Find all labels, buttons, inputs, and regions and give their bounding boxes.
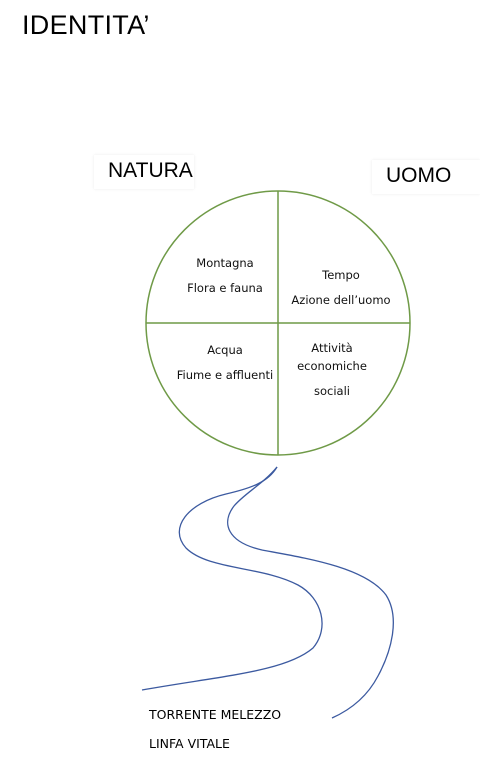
natura-label: NATURA — [94, 155, 194, 189]
quadrant-text: Azione dell’uomo — [291, 293, 391, 307]
quadrant-text: Montagna — [196, 256, 254, 270]
river-right-bank — [227, 466, 394, 719]
quadrant-uomo-attivita: Attività economiche sociali — [284, 341, 380, 409]
quadrant-text: Flora e fauna — [187, 281, 263, 295]
quadrant-text: sociali — [314, 384, 350, 398]
torrente-subtitle: LINFA VITALE — [149, 736, 230, 751]
quadrant-uomo-tempo: Tempo Azione dell’uomo — [282, 268, 400, 318]
torrente-box: TORRENTE MELEZZO LINFA VITALE — [140, 698, 314, 768]
quadrant-text: Fiume e affluenti — [176, 368, 274, 382]
quadrant-text: economiche — [297, 359, 367, 373]
uomo-label: UOMO — [372, 160, 480, 194]
quadrant-natura-acqua: Acqua Fiume e affluenti — [166, 343, 284, 393]
torrente-name: TORRENTE MELEZZO — [149, 707, 282, 722]
quadrant-natura-montagna: Montagna Flora e fauna — [170, 256, 280, 306]
page-title: IDENTITA’ — [22, 10, 150, 40]
quadrant-text: Attività — [311, 341, 353, 355]
river-left-bank — [141, 466, 323, 691]
quadrant-text: Acqua — [207, 343, 243, 357]
quadrant-text: Tempo — [322, 268, 360, 282]
